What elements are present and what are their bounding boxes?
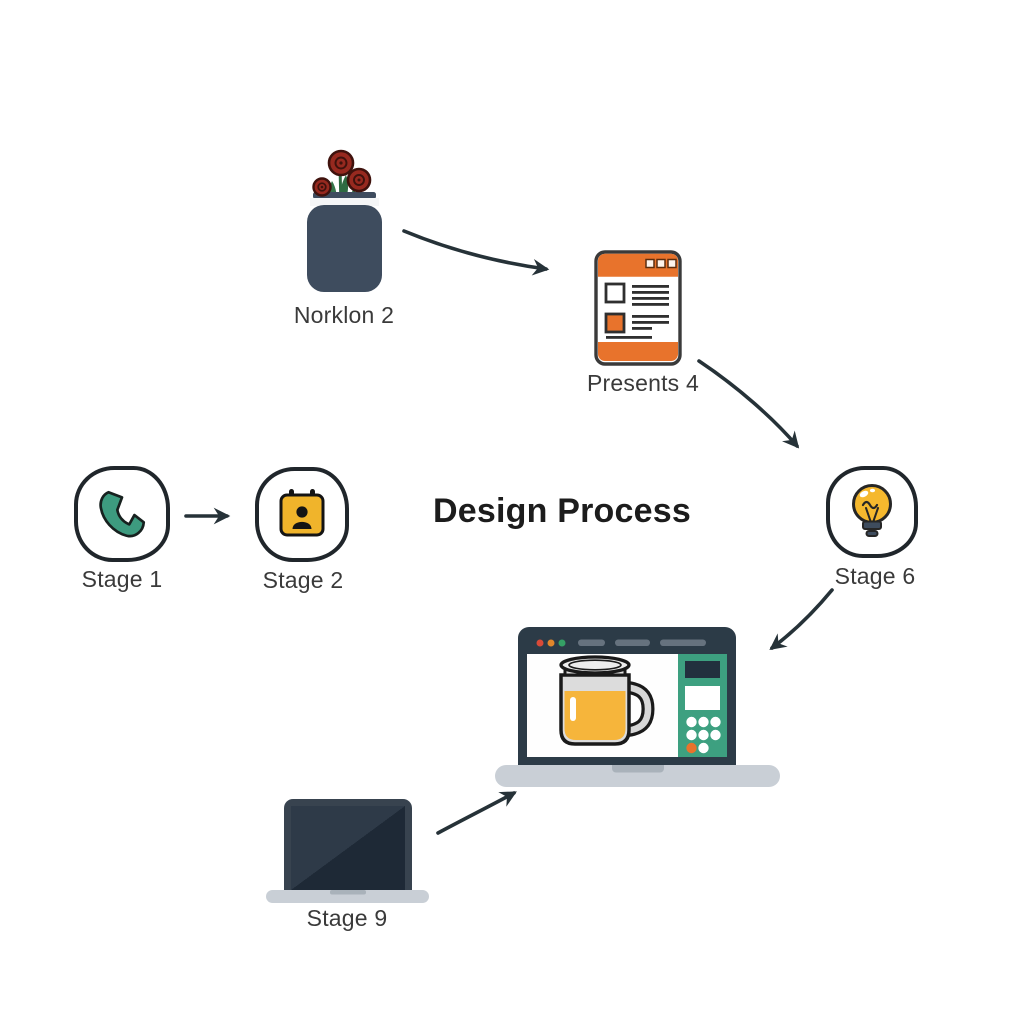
node-laptop-app: [495, 625, 780, 790]
window-dot-orange: [547, 639, 555, 647]
node-document: [594, 250, 682, 366]
laptop-design-app-icon: [495, 627, 780, 787]
window-dot-green: [558, 639, 566, 647]
document-label: Presents 4: [587, 370, 699, 396]
arrow-vase-to-document: [402, 229, 550, 276]
node-stage9: [260, 795, 435, 910]
window-dot-red: [536, 639, 544, 647]
mug-drawing: [559, 655, 655, 746]
stage2-label: Stage 2: [262, 567, 344, 593]
node-stage1: [74, 466, 170, 562]
stage9-label: Stage 9: [306, 905, 388, 931]
node-stage6: [826, 466, 918, 558]
webpage-icon: [594, 250, 682, 366]
calculator-panel: [678, 654, 727, 757]
vase-label: Norklon 2: [293, 302, 395, 328]
node-stage2: [255, 467, 349, 562]
flower-vase-icon: [307, 149, 382, 292]
arrow-stage9-to-laptop: [436, 791, 517, 835]
laptop-closed-icon: [266, 799, 429, 903]
node-vase: [295, 147, 395, 295]
lightbulb-icon: [852, 484, 892, 537]
menu-bars: [578, 639, 706, 646]
diagram-title: Design Process: [433, 492, 691, 530]
stage1-label: Stage 1: [81, 566, 163, 592]
phone-icon: [99, 490, 146, 538]
stage6-label: Stage 6: [834, 563, 916, 589]
calendar-contact-icon: [279, 488, 325, 536]
arrow-stage6-to-laptop: [769, 588, 834, 651]
